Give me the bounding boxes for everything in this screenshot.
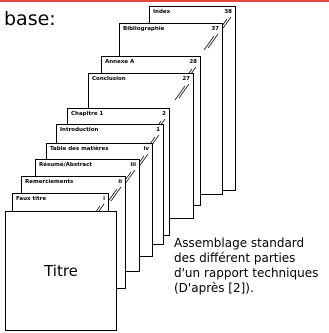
page-label: Conclusion xyxy=(92,76,126,82)
page-number: iv xyxy=(143,146,149,152)
fold-stroke xyxy=(207,33,219,49)
page-label: Table des matières xyxy=(50,146,109,152)
page-number: 38 xyxy=(224,9,232,15)
page-fold-strokes xyxy=(203,33,219,51)
page-label: Remerciements xyxy=(25,179,74,185)
top-border-line xyxy=(0,0,329,2)
page-label: Faux titre xyxy=(16,196,47,202)
fold-stroke xyxy=(110,186,122,202)
page-fold-strokes xyxy=(174,83,190,101)
page-number: 1 xyxy=(156,127,160,133)
page-number: 37 xyxy=(211,26,219,32)
page-titre: Titre xyxy=(5,211,117,331)
page-number: 2 xyxy=(162,111,166,117)
page-label: Chapitre 1 xyxy=(71,111,104,117)
page-label: Annexe A xyxy=(105,59,135,65)
caption-line: (D'après [2]). xyxy=(174,281,254,295)
page-number: ii xyxy=(118,179,122,185)
fold-stroke xyxy=(203,35,215,51)
page-number: 28 xyxy=(189,59,197,65)
caption-line: d'un rapport techniques xyxy=(174,266,319,280)
page-label: Bibliographie xyxy=(123,26,165,32)
caption-line: des différent parties xyxy=(174,251,296,265)
fold-stroke xyxy=(174,85,186,101)
fold-stroke xyxy=(124,169,136,185)
fold-stroke xyxy=(178,83,190,99)
page-label: Résumé/Abstract xyxy=(39,162,93,168)
page-number: i xyxy=(103,196,105,202)
page-number: iii xyxy=(130,162,136,168)
page-label: Introduction xyxy=(60,127,99,133)
diagram-caption: Assemblage standard des différent partie… xyxy=(174,236,329,296)
page-label: Index xyxy=(153,9,171,15)
section-heading: base: xyxy=(4,8,56,30)
caption-line: Assemblage standard xyxy=(174,236,305,250)
page-number: 27 xyxy=(182,76,190,82)
front-page-title: Titre xyxy=(44,262,78,280)
